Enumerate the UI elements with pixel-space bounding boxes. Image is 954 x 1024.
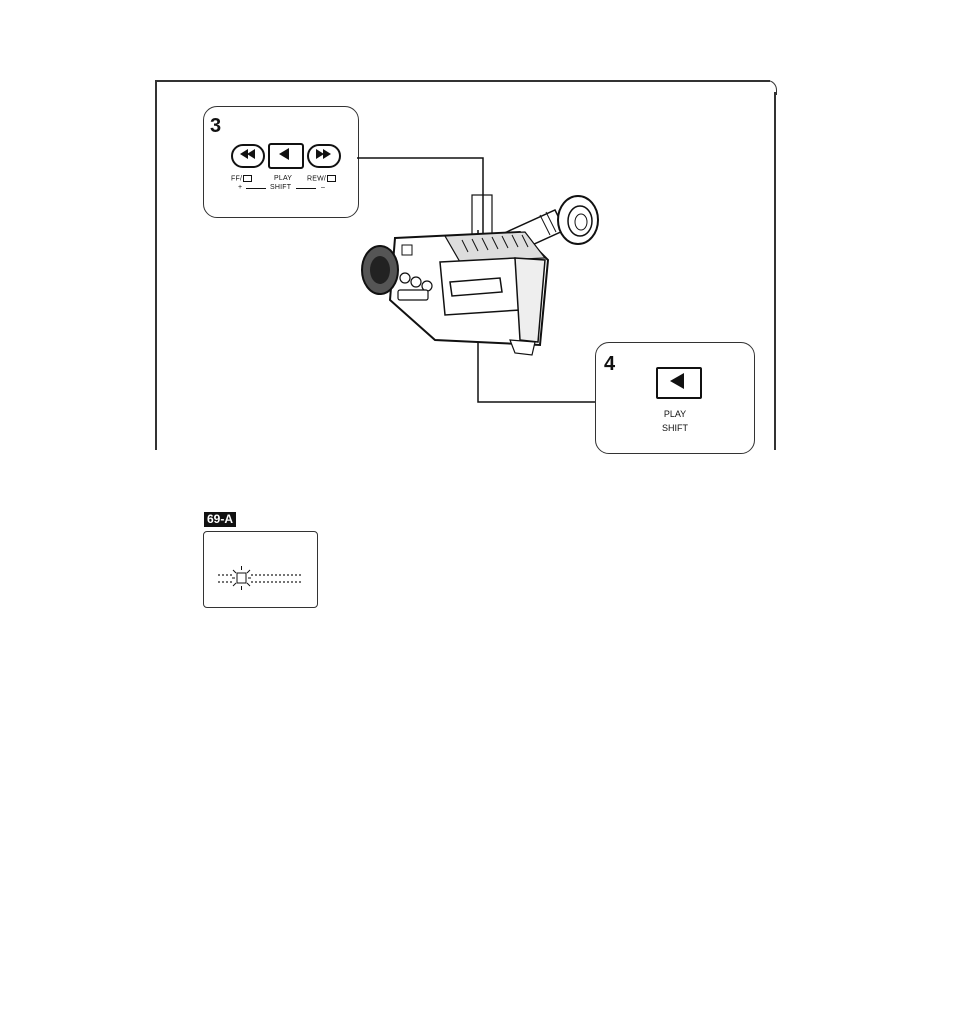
tracking-display xyxy=(203,531,318,608)
tracking-indicator xyxy=(204,532,317,607)
figure-badge: 69-A xyxy=(204,512,236,527)
step4-number: 4 xyxy=(604,353,615,376)
play-icon xyxy=(656,367,698,395)
step4-play-label: PLAY xyxy=(596,409,754,419)
step4-shift-label: SHIFT xyxy=(596,423,754,433)
play-shift-button[interactable] xyxy=(656,367,702,399)
step4-callout: 4 PLAY SHIFT xyxy=(595,342,755,454)
